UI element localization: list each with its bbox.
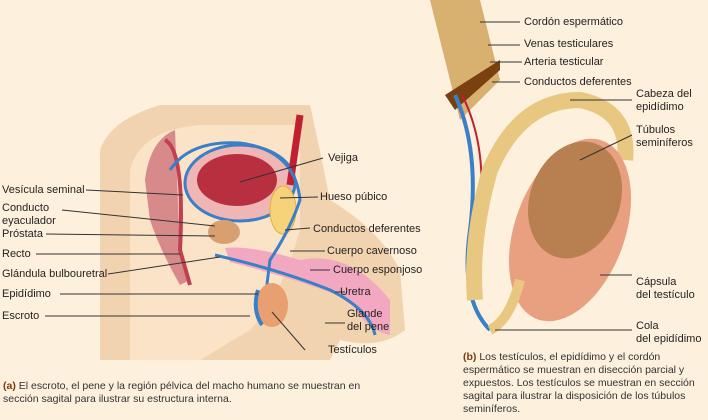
caption-text: Los testículos, el epidídimo y el cordón…	[463, 351, 695, 415]
caption-letter: (b)	[463, 351, 477, 363]
label-line-2: del pene	[347, 321, 390, 333]
label-line-1: Glande	[347, 308, 383, 320]
label-line-1: Cápsula	[636, 276, 677, 288]
label-line-1: Cola	[636, 320, 659, 332]
label-conductos-deferentes-a: Conductos deferentes	[313, 223, 421, 235]
leader-lines-b	[480, 21, 633, 331]
label-line-1: Cabeza del	[636, 88, 692, 100]
label-testiculos: Testículos	[328, 344, 377, 356]
caption-b: (b) Los testículos, el epidídimo y el co…	[463, 351, 703, 416]
label-recto: Recto	[2, 248, 31, 260]
caption-a: (a) El escroto, el pene y la región pélv…	[3, 380, 393, 406]
label-line-1: Túbulos	[636, 124, 676, 136]
label-uretra: Uretra	[340, 286, 371, 298]
label-escroto: Escroto	[2, 310, 40, 322]
label-line-2: epidídimo	[636, 101, 684, 113]
label-prostata: Próstata	[2, 228, 43, 240]
label-arteria-testicular: Arteria testicular	[524, 56, 604, 68]
label-cordon-espermatico: Cordón espermático	[524, 16, 624, 28]
label-venas-testiculares: Venas testiculares	[524, 38, 614, 50]
label-line-2: seminíferos	[636, 137, 693, 149]
label-conductos-deferentes-b: Conductos deferentes	[524, 76, 632, 88]
label-line-2: del epidídimo	[636, 333, 702, 345]
caption-text: El escroto, el pene y la región pélvica …	[3, 380, 361, 405]
leader-lines-a	[36, 157, 345, 351]
label-vejiga: Vejiga	[328, 152, 358, 164]
testis-dissection-drawing	[430, 0, 634, 335]
label-glandula-bulbouretral: Glándula bulbouretral	[2, 268, 108, 280]
label-line-1: Conducto	[2, 202, 50, 214]
label-line-2: eyaculador	[2, 215, 56, 227]
pelvis-section-drawing	[100, 105, 405, 360]
label-line-2: del testículo	[636, 289, 695, 301]
label-epididimo-a: Epidídimo	[2, 288, 51, 300]
label-vesicula-seminal: Vesícula seminal	[2, 184, 85, 196]
label-hueso-pubico: Hueso púbico	[320, 191, 388, 203]
label-cuerpo-cavernoso: Cuerpo cavernoso	[327, 245, 417, 257]
label-cuerpo-esponjoso: Cuerpo esponjoso	[333, 264, 423, 276]
caption-letter: (a)	[3, 380, 16, 392]
